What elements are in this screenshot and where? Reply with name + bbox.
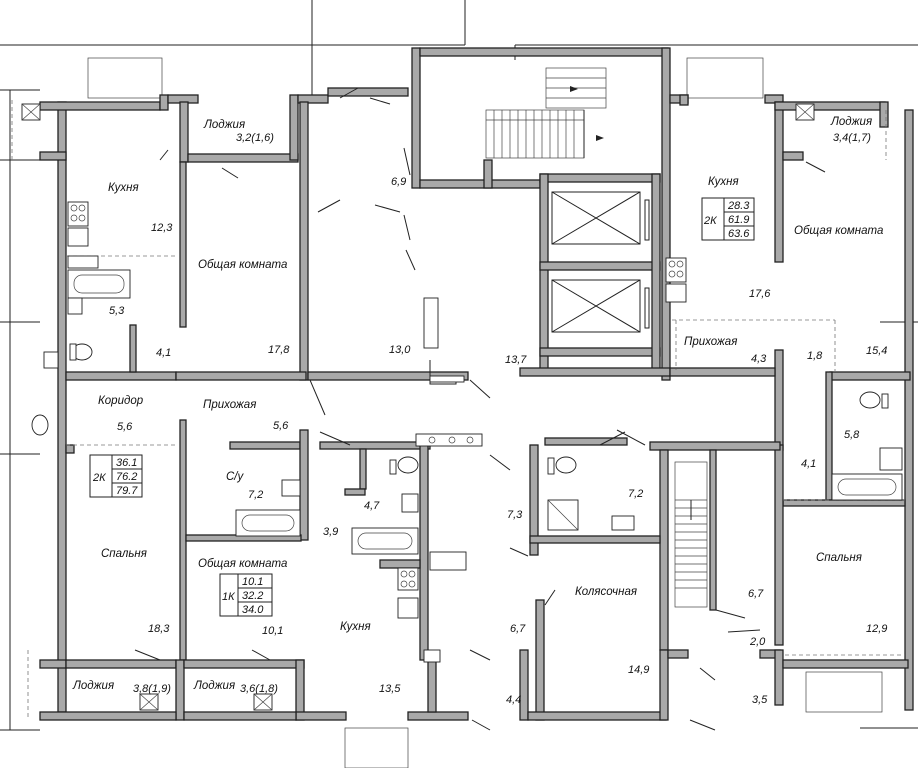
apt-loggia-1k: 34.0 xyxy=(242,604,264,616)
area-label: 12,9 xyxy=(866,623,887,635)
staircase-bottom xyxy=(674,461,708,608)
room-hall-right: Прихожая xyxy=(684,336,737,348)
area-label: 6,7 xyxy=(510,623,526,635)
room-bedroom-right: Спальня xyxy=(816,552,862,564)
apt-info-2k-left: 2К 36.1 76.2 79.7 xyxy=(89,454,143,498)
area-label: 1,8 xyxy=(807,350,823,362)
area-label: 5,8 xyxy=(844,429,860,441)
doors xyxy=(134,87,826,731)
walls xyxy=(39,47,914,721)
apt-info-1k: 1К 10.1 32.2 34.0 xyxy=(219,573,273,617)
area-label: 10,1 xyxy=(262,625,283,637)
area-label: 5,3 xyxy=(109,305,125,317)
area-label: 17,6 xyxy=(749,288,771,300)
area-label: 4,4 xyxy=(506,694,521,706)
room-living-left-top: Общая комната xyxy=(198,259,287,271)
area-label: 7,3 xyxy=(507,509,523,521)
elevator-2 xyxy=(551,279,650,333)
area-label: 13,5 xyxy=(379,683,401,695)
area-label: 13,7 xyxy=(505,354,527,366)
room-labels: Кухня Общая комната Лоджия 3,2(1,6) Лодж… xyxy=(72,116,883,695)
area-label: 12,3 xyxy=(151,222,173,234)
room-areas: 12,3 5,3 4,1 17,8 6,9 13,0 13,7 17,6 4,3… xyxy=(109,176,887,706)
room-hall-left: Прихожая xyxy=(203,399,256,411)
area-label: 3,9 xyxy=(323,526,338,538)
bathtub-center xyxy=(235,509,301,537)
area-loggia-top-right: 3,4(1,7) xyxy=(833,132,871,144)
apt-total-2k-right: 61.9 xyxy=(728,214,749,226)
elevator-1 xyxy=(551,191,650,245)
apt-loggia-2k-right: 63.6 xyxy=(728,228,750,240)
apt-total-1k: 32.2 xyxy=(242,590,263,602)
area-label: 13,0 xyxy=(389,344,411,356)
area-label: 3,5 xyxy=(752,694,768,706)
area-loggia-top-left: 3,2(1,6) xyxy=(236,132,274,144)
apt-type-2k-right: 2К xyxy=(703,215,717,227)
fixtures xyxy=(21,103,903,711)
room-loggia-bottom-1: Лоджия xyxy=(72,680,114,692)
room-loggia-bottom-2: Лоджия xyxy=(193,680,235,692)
area-loggia-bottom-2: 3,6(1,8) xyxy=(240,683,278,695)
room-kitchen-1k: Кухня xyxy=(340,621,371,633)
bathtub-left xyxy=(67,269,131,299)
zone-lines xyxy=(11,100,905,720)
room-loggia-top-right: Лоджия xyxy=(830,116,872,128)
area-label: 17,8 xyxy=(268,344,290,356)
area-label: 7,2 xyxy=(248,489,263,501)
staircase-top xyxy=(485,67,607,159)
apt-type-2k-left: 2К xyxy=(92,472,106,484)
area-loggia-bottom-1: 3,8(1,9) xyxy=(133,683,171,695)
area-label: 4,1 xyxy=(156,347,171,359)
apt-loggia-2k-left: 79.7 xyxy=(116,485,138,497)
area-label: 4,1 xyxy=(801,458,816,470)
area-label: 15,4 xyxy=(866,345,887,357)
sink-left xyxy=(67,227,89,247)
room-living-1k: Общая комната xyxy=(198,558,287,570)
area-label: 14,9 xyxy=(628,664,649,676)
room-stroller: Колясочная xyxy=(575,586,637,598)
room-corridor: Коридор xyxy=(98,395,144,407)
apt-living-1k: 10.1 xyxy=(242,576,263,588)
area-label: 4,3 xyxy=(751,353,767,365)
room-wc: С/у xyxy=(226,471,245,483)
area-label: 7,2 xyxy=(628,488,643,500)
room-kitchen-right: Кухня xyxy=(708,176,739,188)
area-label: 18,3 xyxy=(148,623,170,635)
apt-info-2k-right: 2К 28.3 61.9 63.6 xyxy=(701,197,755,241)
apt-total-2k-left: 76.2 xyxy=(116,471,137,483)
area-label: 6,9 xyxy=(391,176,406,188)
room-loggia-top-left: Лоджия xyxy=(203,119,245,131)
stove-left xyxy=(67,201,89,227)
area-label: 5,6 xyxy=(273,420,289,432)
apt-living-2k-right: 28.3 xyxy=(727,200,750,212)
area-label: 6,7 xyxy=(748,588,764,600)
room-living-right: Общая комната xyxy=(794,225,883,237)
room-bedroom-left: Спальня xyxy=(101,548,147,560)
room-kitchen-left: Кухня xyxy=(108,182,139,194)
apt-type-1k: 1К xyxy=(222,591,235,603)
area-label: 5,6 xyxy=(117,421,133,433)
area-label: 4,7 xyxy=(364,500,380,512)
area-label: 2,0 xyxy=(749,636,766,648)
apt-living-2k-left: 36.1 xyxy=(116,457,137,469)
